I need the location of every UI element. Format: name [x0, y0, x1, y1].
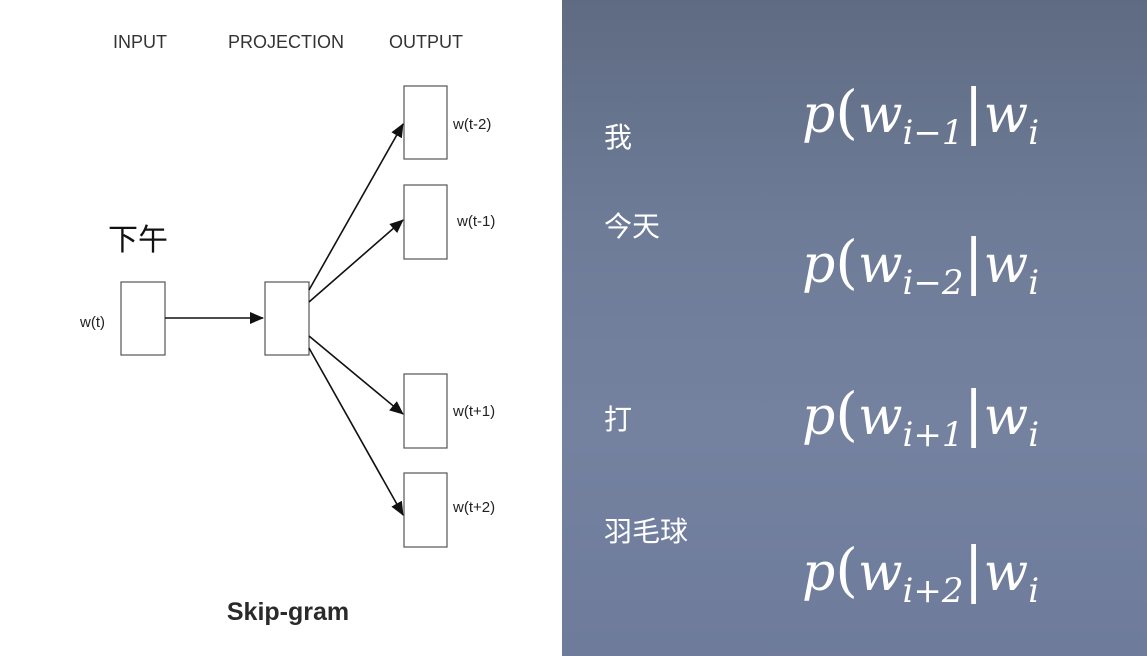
output-box-1 — [403, 85, 448, 160]
context-word: 我 — [604, 121, 633, 154]
output-label-4: w(t+2) — [452, 499, 495, 516]
conditional-probability: p(wi−2|wi — [802, 227, 1040, 303]
diagram-title: Skip-gram — [227, 598, 349, 626]
header-input: INPUT — [113, 32, 167, 52]
conditional-probability: p(wi−1|wi — [802, 77, 1040, 153]
header-projection: PROJECTION — [228, 32, 344, 52]
output-box-3 — [403, 373, 448, 449]
input-word: 下午 — [108, 223, 168, 258]
context-word: 羽毛球 — [604, 515, 689, 548]
header-output: OUTPUT — [389, 32, 463, 52]
output-label-2: w(t-1) — [456, 213, 495, 230]
arrow-to-output-1 — [308, 123, 404, 291]
output-label-3: w(t+1) — [452, 403, 495, 420]
projection-box — [264, 281, 310, 356]
arrow-to-output-3 — [308, 335, 404, 415]
probability-panel: 我 p(wi−1|wi 今天 p(wi−2|wi 打 p(wi+1|wi 羽毛球… — [562, 0, 1147, 656]
context-word: 今天 — [604, 210, 661, 243]
input-label: w(t) — [79, 314, 105, 331]
diagram-canvas: INPUT PROJECTION OUTPUT 下午 w(t) w(t-2) w… — [79, 32, 495, 626]
output-label-1: w(t-2) — [452, 116, 491, 133]
skip-gram-diagram: INPUT PROJECTION OUTPUT 下午 w(t) w(t-2) w… — [0, 0, 562, 656]
context-word: 打 — [604, 403, 633, 436]
arrow-to-output-4 — [308, 347, 404, 516]
arrow-to-output-2 — [308, 219, 404, 303]
output-box-4 — [403, 472, 448, 548]
conditional-probability: p(wi+1|wi — [802, 379, 1040, 455]
output-box-2 — [403, 184, 448, 260]
conditional-probability: p(wi+2|wi — [802, 535, 1040, 611]
input-box — [120, 281, 166, 356]
